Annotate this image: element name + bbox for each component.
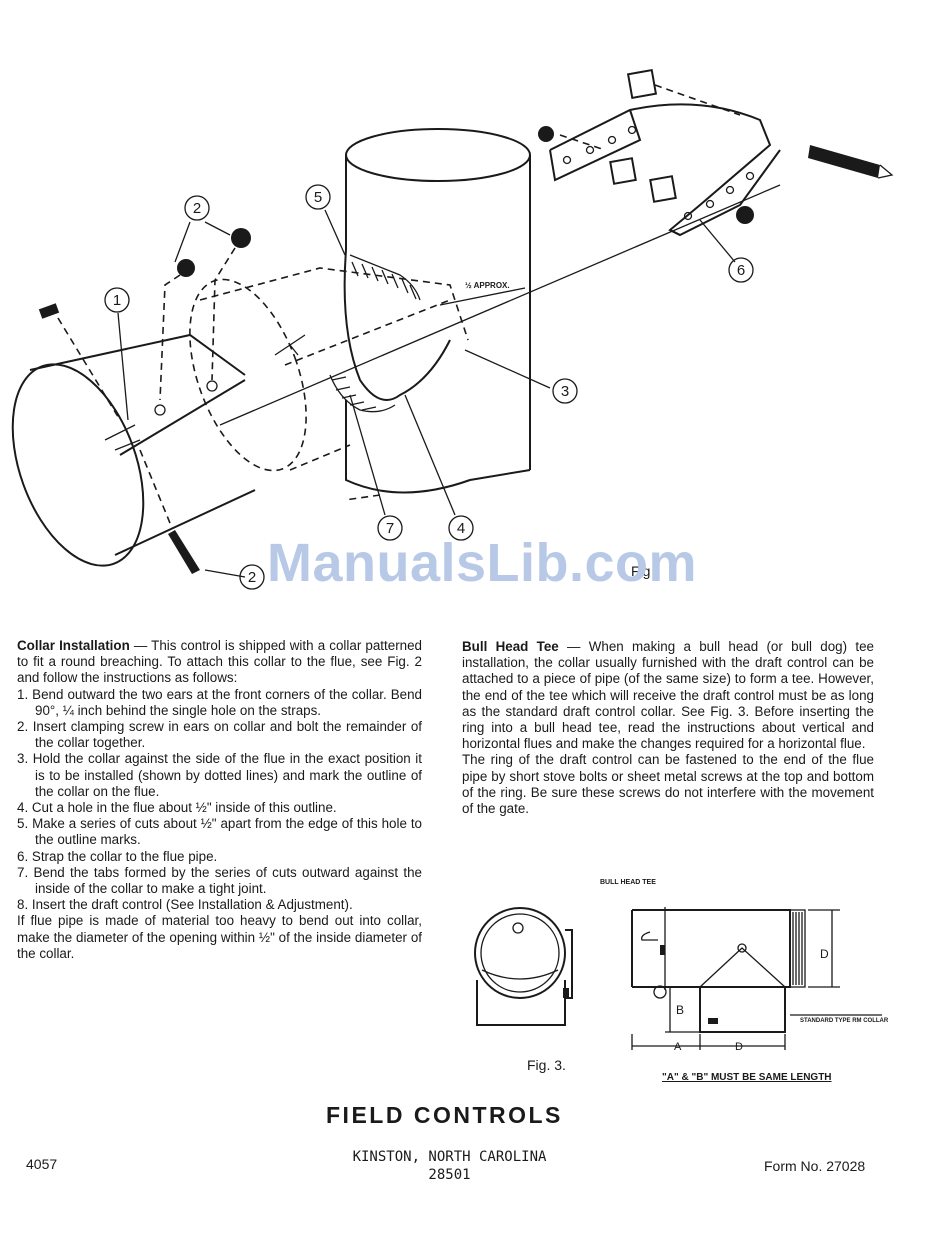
bull-head-tee-section: Bull Head Tee — When making a bull head … — [462, 639, 874, 817]
collar-installation-heading: Collar Installation — [17, 638, 130, 653]
dimension-b-label: B — [676, 1003, 684, 1017]
standard-collar-label: STANDARD TYPE RM COLLAR — [800, 1018, 889, 1024]
collar-step-7: 7. Bend the tabs formed by the series of… — [17, 864, 422, 897]
collar-step-2: 2. Insert clamping screw in ears on coll… — [17, 719, 422, 751]
svg-text:2: 2 — [193, 200, 201, 217]
callout-3: 3 — [552, 378, 578, 404]
collar-step-1: 1. Bend outward the two ears at the fron… — [17, 686, 422, 718]
company-name: FIELD CONTROLS — [326, 1102, 563, 1128]
company-address: KINSTON, NORTH CAROLINA 28501 — [332, 1148, 567, 1184]
dimension-d-label: D — [820, 947, 829, 961]
document-number: 4057 — [26, 1156, 58, 1172]
svg-text:4: 4 — [457, 520, 465, 537]
collar-outline-dashed — [189, 267, 469, 472]
figure-2-illustration: 1 2 2 3 4 5 6 7 ½ APPROX. Fig — [11, 68, 894, 590]
approx-label: ½ APPROX. — [465, 281, 510, 290]
form-number: Form No. 27028 — [764, 1158, 866, 1174]
collar-step-6: 6. Strap the collar to the flue pipe. — [17, 848, 218, 864]
callout-6: 6 — [728, 257, 754, 283]
address-zip: 28501 — [428, 1167, 471, 1183]
figure-3-caption: Fig. 3. — [527, 1057, 566, 1073]
svg-text:6: 6 — [737, 262, 745, 279]
figure-3-title: BULL HEAD TEE — [600, 879, 656, 886]
collar-heavy-pipe-note: If flue pipe is made of material too hea… — [17, 913, 422, 961]
callout-4: 4 — [448, 515, 474, 541]
svg-text:3: 3 — [561, 383, 569, 400]
vertical-flue-pipe — [329, 128, 531, 501]
callout-2-top: 2 — [184, 195, 210, 221]
figure-2-label: Fig — [631, 563, 650, 579]
svg-text:5: 5 — [314, 189, 322, 206]
callout-5: 5 — [305, 184, 331, 210]
collar-installation-section: Collar Installation — This control is sh… — [17, 638, 422, 962]
svg-text:1: 1 — [113, 292, 121, 309]
svg-text:7: 7 — [386, 520, 394, 537]
callout-2-bottom: 2 — [239, 564, 265, 590]
bull-head-tee-para-2: The ring of the draft control can be fas… — [462, 752, 874, 817]
tee-end-view — [474, 907, 573, 1026]
collar-step-8: 8. Insert the draft control (See Install… — [17, 897, 353, 913]
dimension-d-bottom-label: D — [735, 1041, 743, 1053]
address-city: KINSTON, NORTH CAROLINA — [352, 1149, 547, 1165]
collar-step-3: 3. Hold the collar against the side of t… — [17, 751, 422, 799]
callout-1: 1 — [104, 287, 130, 313]
clamping-screws — [38, 228, 306, 574]
same-length-note: "A" & "B" MUST BE SAME LENGTH — [662, 1072, 832, 1083]
horizontal-flue-pipe — [11, 333, 256, 567]
dimension-a-label: A — [674, 1041, 682, 1053]
strap-bracket — [538, 68, 894, 237]
figure-3-illustration: BULL HEAD TEE D B A D STANDARD TYPE — [474, 879, 889, 1083]
collar-step-4: 4. Cut a hole in the flue about ½" insid… — [17, 800, 337, 816]
collar-installation-intro: Collar Installation — This control is sh… — [17, 638, 422, 686]
bull-head-tee-para-1: Bull Head Tee — When making a bull head … — [462, 639, 875, 752]
watermark: ManualsLib.com — [267, 533, 698, 593]
tee-side-view: D B A D STANDARD TYPE RM COLLAR — [631, 907, 889, 1053]
svg-text:2: 2 — [248, 569, 256, 586]
callout-7: 7 — [377, 515, 403, 541]
collar-step-5: 5. Make a series of cuts about ½" apart … — [17, 816, 422, 848]
bull-head-tee-heading: Bull Head Tee — [462, 639, 559, 654]
